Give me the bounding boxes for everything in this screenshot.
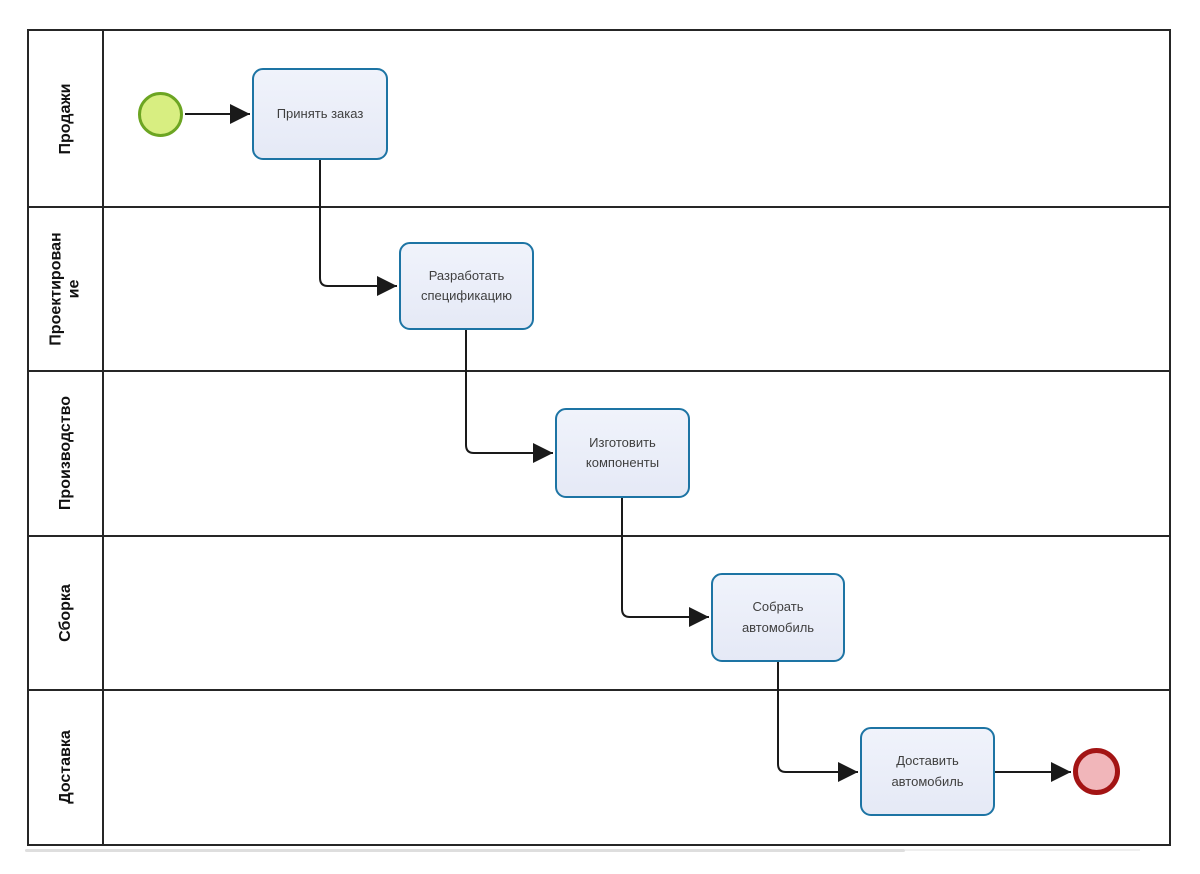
task-develop-specification: Разработать спецификацию <box>399 242 534 330</box>
lane-label: Проектирование <box>47 232 83 346</box>
lane-content <box>104 537 1169 689</box>
lane-design: Проектирование <box>29 206 1169 371</box>
lane-label: Производство <box>56 396 74 511</box>
end-event-circle <box>1073 748 1120 795</box>
lane-label-cell: Проектирование <box>29 208 104 371</box>
lane-sales: Продажи <box>29 31 1169 207</box>
lane-label: Доставка <box>56 730 74 805</box>
task-accept-order: Принять заказ <box>252 68 388 160</box>
task-label: Разработать спецификацию <box>420 267 513 303</box>
lane-production: Производство <box>29 370 1169 535</box>
lane-content <box>104 208 1169 370</box>
task-deliver-car: Доставить автомобиль <box>860 727 995 816</box>
task-label: Изготовить компоненты <box>585 434 660 470</box>
lane-label-cell: Производство <box>29 372 104 535</box>
lane-label: Продажи <box>56 83 74 155</box>
lane-assembly: Сборка <box>29 534 1169 689</box>
task-label: Принять заказ <box>276 105 364 121</box>
start-event-circle <box>138 92 183 137</box>
lane-label-cell: Сборка <box>29 536 104 689</box>
lane-content <box>104 691 1169 844</box>
lane-label: Сборка <box>56 583 74 642</box>
task-manufacture-components: Изготовить компоненты <box>555 408 690 498</box>
bottom-shadow-bar <box>25 849 905 852</box>
lane-label-cell: Продажи <box>29 31 104 207</box>
lane-delivery: Доставка <box>29 688 1169 844</box>
task-label: Собрать автомобиль <box>741 599 815 635</box>
task-label: Доставить автомобиль <box>891 753 964 789</box>
task-assemble-car: Собрать автомобиль <box>711 573 845 662</box>
lane-label-cell: Доставка <box>29 690 104 844</box>
bottom-shadow-bar-light <box>905 849 1140 851</box>
